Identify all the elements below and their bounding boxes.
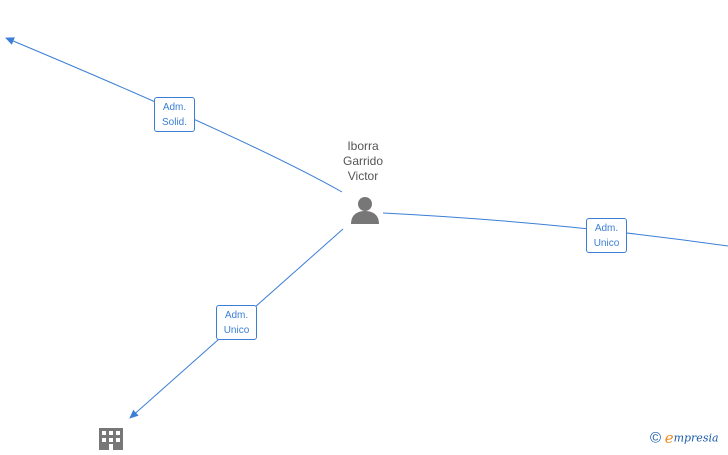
edge-label-line: Unico [593, 238, 620, 249]
edge-label-line: Adm. [594, 223, 619, 234]
person-name-line: Victor [347, 169, 379, 183]
edge-label-adm-solid[interactable]: Adm. Solid. [154, 97, 195, 132]
edge-adm-unico-right[interactable] [382, 212, 728, 247]
brand-logo: © empresia [650, 429, 719, 449]
edge-label-line: Adm. [224, 310, 249, 321]
edge-label-line: Solid. [161, 117, 187, 128]
person-node-name[interactable]: Iborra Garrido Victor [322, 139, 404, 184]
person-name-line: Iborra [347, 139, 379, 153]
brand-name: mpresia [673, 431, 719, 445]
edge-adm-solid[interactable] [5, 37, 343, 193]
building-icon[interactable] [99, 428, 123, 450]
brand-initial: e [664, 429, 674, 447]
copyright-icon: © [650, 429, 662, 447]
edge-label-line: Adm. [162, 102, 187, 113]
person-name-line: Garrido [342, 154, 383, 168]
edge-label-line: Unico [223, 325, 250, 336]
edge-label-adm-unico-right[interactable]: Adm. Unico [586, 218, 627, 253]
person-icon[interactable] [349, 195, 381, 225]
edge-label-adm-unico-left[interactable]: Adm. Unico [216, 305, 257, 340]
